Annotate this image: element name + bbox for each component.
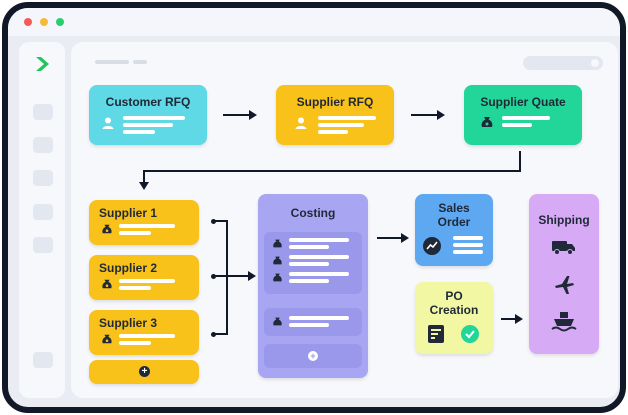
arrow-icon [139,182,149,190]
sales-order-title-line1: Sales [438,201,470,215]
sidebar-item[interactable] [33,170,53,186]
arrow-icon [249,110,257,120]
shipping-card[interactable]: Shipping [529,194,599,354]
supplier-3-title: Supplier 3 [99,316,158,330]
po-creation-title-line2: Creation [429,303,479,317]
minimize-window-dot[interactable] [40,18,48,26]
money-bag-icon [273,317,282,326]
supplier-quote-title: Supplier Quate [480,95,566,109]
money-bag-icon [102,224,112,234]
costing-card[interactable]: Costing + [258,194,368,378]
close-window-dot[interactable] [24,18,32,26]
sidebar [19,42,65,398]
sidebar-item[interactable] [33,352,53,368]
shipping-title: Shipping [538,213,590,227]
customer-rfq-card[interactable]: Customer RFQ [89,85,207,145]
supplier-rfq-title: Supplier RFQ [296,95,374,109]
brand-logo-icon [36,57,49,71]
supplier-1-title: Supplier 1 [99,206,158,220]
add-supplier-button[interactable]: + [89,360,199,384]
supplier-2-title: Supplier 2 [99,261,158,275]
breadcrumb [95,60,129,64]
user-icon [295,117,307,129]
window-titlebar [8,8,620,36]
sidebar-item[interactable] [33,137,53,153]
trend-chart-icon [423,237,441,255]
money-bag-icon [102,334,112,344]
sidebar-item[interactable] [33,237,53,253]
money-bag-icon [273,256,282,265]
add-icon: + [308,351,318,361]
arrow-icon [401,233,409,243]
arrow-icon [248,271,256,281]
search-toggle[interactable] [523,56,603,70]
sidebar-item[interactable] [33,204,53,220]
money-bag-icon [273,273,282,282]
sidebar-item[interactable] [33,104,53,120]
money-bag-icon [102,279,112,289]
arrow-icon [515,314,523,324]
supplier-2-card[interactable]: Supplier 2 [89,255,199,300]
truck-icon [552,241,575,255]
main-canvas: Customer RFQ Supplier RFQ Supplier Quate [71,42,618,398]
supplier-1-card[interactable]: Supplier 1 [89,200,199,245]
po-creation-title-line1: PO [445,289,463,303]
add-icon: + [139,366,150,377]
add-cost-button[interactable]: + [264,344,362,368]
supplier-rfq-card[interactable]: Supplier RFQ [276,85,394,145]
customer-rfq-title: Customer RFQ [105,95,191,109]
airplane-icon [555,276,574,294]
po-creation-card[interactable]: PO Creation [415,282,493,354]
document-icon [428,325,444,343]
supplier-quote-card[interactable]: Supplier Quate [464,85,582,145]
sales-order-title-line2: Order [437,215,471,229]
maximize-window-dot[interactable] [56,18,64,26]
costing-title: Costing [290,206,336,220]
check-circle-icon [461,325,479,343]
ship-icon [551,312,577,332]
money-bag-icon [481,117,493,127]
breadcrumb [133,60,147,64]
money-bag-icon [273,239,282,248]
sales-order-card[interactable]: Sales Order [415,194,493,266]
supplier-3-card[interactable]: Supplier 3 [89,310,199,355]
arrow-icon [437,110,445,120]
user-icon [102,117,114,129]
